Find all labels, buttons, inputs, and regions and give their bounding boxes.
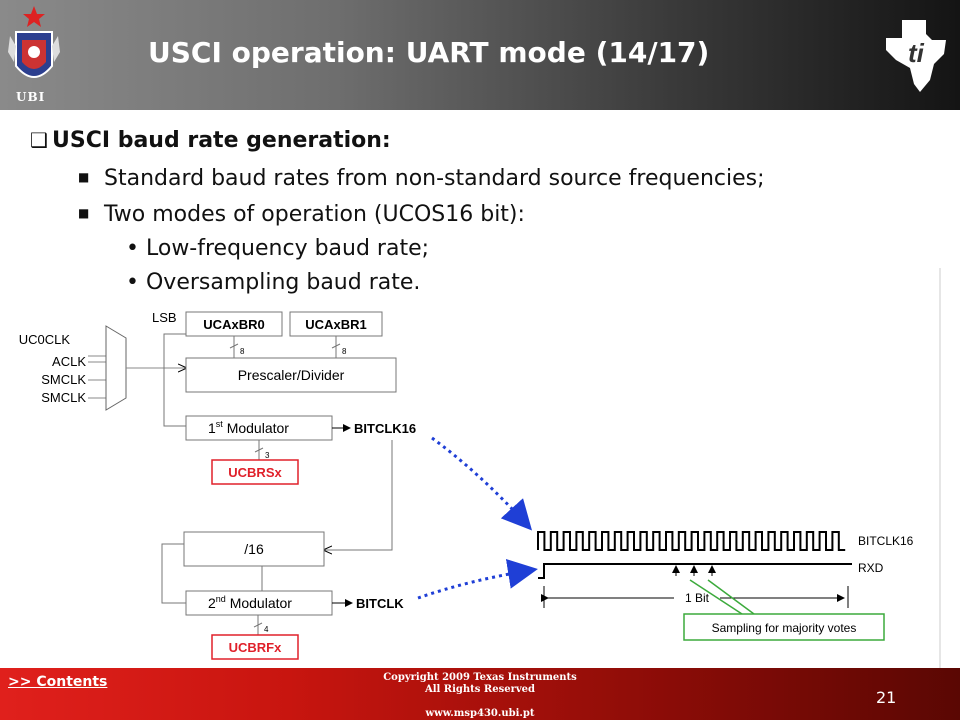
copyright-line: All Rights Reserved bbox=[424, 684, 536, 695]
bitclk-output-label: BITCLK bbox=[356, 596, 404, 611]
modulator-ordinal-suffix: nd bbox=[216, 594, 226, 604]
page-number: 21 bbox=[876, 688, 897, 707]
rxd-wave-label: RXD bbox=[858, 561, 884, 575]
bitclk16-pointer-arrow bbox=[431, 436, 533, 531]
modulator-ordinal-suffix: st bbox=[216, 419, 224, 429]
checkbox-bullet-icon: ❑ bbox=[30, 128, 48, 152]
modulator-text: Modulator bbox=[223, 420, 289, 436]
ucaxbr1-label: UCAxBR1 bbox=[305, 317, 366, 332]
modulator-text: Modulator bbox=[226, 595, 292, 611]
sub-bullet-item: • Low-frequency baud rate; bbox=[126, 236, 429, 261]
clock-input-label: SMCLK bbox=[41, 390, 86, 405]
divide-by-16-block bbox=[183, 531, 325, 567]
bitclk16-waveform bbox=[537, 531, 846, 551]
modulator-ordinal: 2 bbox=[208, 595, 216, 611]
clock-input-label: ACLK bbox=[52, 354, 86, 369]
ucaxbr0-label: UCAxBR0 bbox=[203, 317, 264, 332]
modulator-ordinal: 1 bbox=[208, 420, 216, 436]
ucbrsx-label: UCBRSx bbox=[228, 465, 282, 480]
copyright-line: Copyright 2009 Texas Instruments bbox=[383, 672, 577, 683]
bitclk-pointer-arrow bbox=[417, 559, 538, 600]
sub-bullet-text: Low-frequency baud rate; bbox=[145, 236, 430, 261]
ucbrfx-register bbox=[211, 634, 299, 660]
slide-header: UBI USCI operation: UART mode (14/17) ti bbox=[0, 0, 960, 110]
dot-bullet-icon: • bbox=[126, 236, 146, 261]
bus-width-label: 8 bbox=[240, 347, 245, 356]
bus-width-label: 4 bbox=[264, 625, 269, 634]
ubi-crest-icon bbox=[8, 6, 60, 78]
clock-mux bbox=[105, 325, 127, 411]
ucaxbr1-register bbox=[289, 311, 383, 337]
bus-width-label: 8 bbox=[342, 347, 347, 356]
baud-rate-diagram: UC0CLK ACLK SMCLK SMCLK LSB UCAxBR0 UCAx… bbox=[19, 268, 941, 668]
square-bullet-icon: ■ bbox=[78, 170, 90, 184]
bullet-item-text: Standard baud rates from non-standard so… bbox=[104, 166, 765, 191]
rxd-waveform bbox=[538, 563, 852, 579]
lsb-label: LSB bbox=[152, 310, 177, 325]
prescaler-label: Prescaler/Divider bbox=[238, 367, 345, 383]
square-bullet-icon: ■ bbox=[78, 206, 90, 220]
sub-bullet-item: • Oversampling baud rate. bbox=[126, 270, 420, 295]
bullet-heading-text: USCI baud rate generation: bbox=[52, 128, 391, 153]
sampling-callout-label: Sampling for majority votes bbox=[712, 621, 857, 635]
divide-label: /16 bbox=[244, 541, 264, 557]
bitclk16-wave-label: BITCLK16 bbox=[858, 534, 914, 548]
ucaxbr0-register bbox=[185, 311, 283, 337]
dot-bullet-icon: • bbox=[126, 270, 146, 295]
slide-footer: >> Contents Copyright 2009 Texas Instrum… bbox=[0, 668, 960, 720]
bitclk16-output-label: BITCLK16 bbox=[354, 421, 416, 436]
one-bit-label: 1 Bit bbox=[685, 591, 710, 605]
website-url: www.msp430.ubi.pt bbox=[425, 708, 535, 719]
second-modulator-label: 2nd Modulator bbox=[208, 594, 292, 611]
clock-input-label: UC0CLK bbox=[19, 332, 71, 347]
bullet-item: ■ Standard baud rates from non-standard s… bbox=[78, 166, 765, 191]
slide-title: USCI operation: UART mode (14/17) bbox=[148, 36, 710, 69]
svg-text:ti: ti bbox=[908, 38, 925, 68]
contents-link[interactable]: >> Contents bbox=[8, 674, 108, 690]
bus-width-label: 3 bbox=[265, 451, 270, 460]
clock-input-label: SMCLK bbox=[41, 372, 86, 387]
bullet-heading: ❑USCI baud rate generation: bbox=[30, 128, 391, 153]
ucbrsx-register bbox=[211, 459, 299, 485]
sub-bullet-text: Oversampling baud rate. bbox=[145, 270, 421, 295]
ucbrfx-label: UCBRFx bbox=[229, 640, 282, 655]
bullet-item: ■ Two modes of operation (UCOS16 bit): bbox=[78, 202, 525, 227]
sampling-callout bbox=[683, 613, 885, 641]
ubi-logo-text: UBI bbox=[16, 90, 46, 104]
copyright-notice: Copyright 2009 Texas Instruments All Rig… bbox=[330, 672, 630, 696]
bullet-item-text: Two modes of operation (UCOS16 bit): bbox=[104, 202, 525, 227]
second-modulator-block bbox=[185, 590, 333, 616]
first-modulator-label: 1st Modulator bbox=[208, 419, 289, 436]
prescaler-divider-block bbox=[185, 357, 397, 393]
texas-instruments-logo-icon: ti bbox=[886, 20, 946, 92]
